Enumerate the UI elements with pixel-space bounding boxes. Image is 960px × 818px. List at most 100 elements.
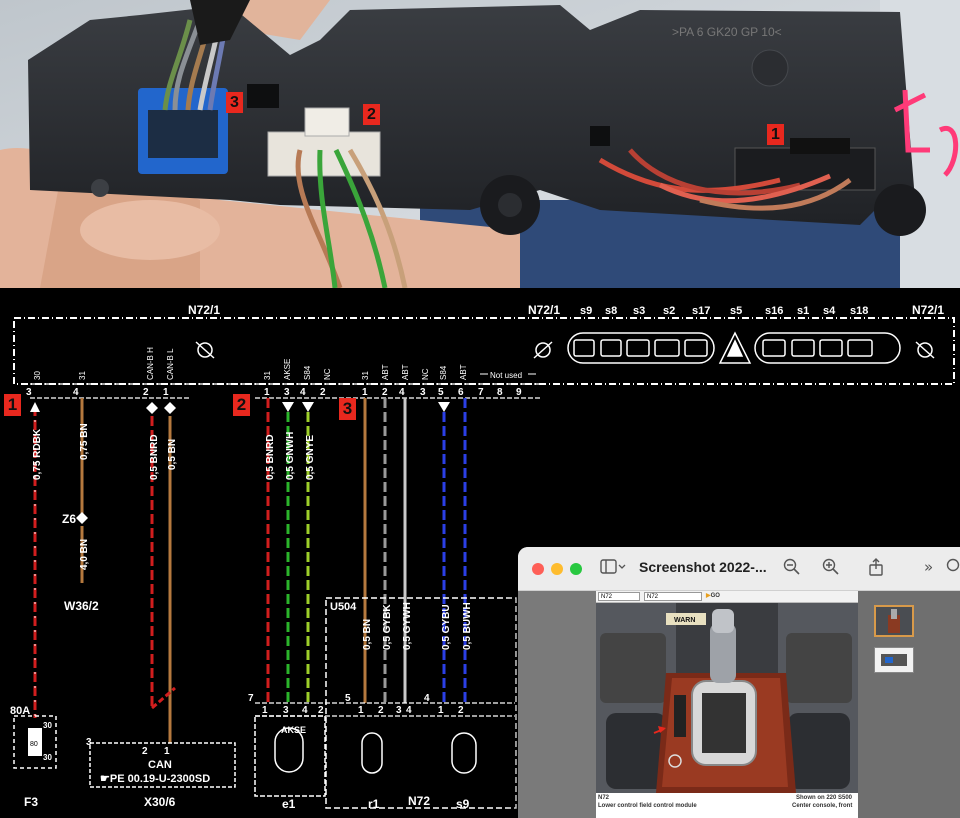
wire-set — [33, 398, 467, 743]
page-toolbar: N72 N72 ▶GO — [596, 591, 858, 603]
fuse-code: 80 — [30, 741, 38, 748]
e1-label: e1 — [282, 797, 296, 811]
share-icon[interactable] — [868, 558, 884, 580]
switch-label-s18: s18 — [850, 305, 868, 317]
caption-component: N72 — [598, 795, 610, 801]
wire-label-w13: 4,0 BN — [79, 539, 90, 570]
window-titlebar[interactable]: Screenshot 2022-... » — [518, 547, 960, 591]
zoom-in-icon[interactable] — [822, 558, 840, 580]
sub-pin-4a: 4 — [302, 705, 308, 716]
module-label-mid: N72/1 — [528, 303, 560, 317]
c1-pin-2: 2 — [143, 387, 149, 398]
thumbnail-sidebar — [858, 591, 960, 818]
preview-content: N72 N72 ▶GO — [518, 591, 960, 818]
go-button[interactable]: ▶GO — [706, 593, 720, 599]
schematic-tag-3: 3 — [339, 398, 356, 420]
search-icon[interactable] — [946, 558, 960, 580]
schematic-drawing: N72/1 N72/1 N72/1 s9 s8 s3 s2 s17 s5 s16… — [10, 303, 955, 811]
caption-description: Lower control field control module — [598, 803, 697, 809]
c3-pin-6: 6 — [458, 387, 464, 398]
switch-s16-icon — [762, 339, 786, 357]
c2-signal-akse: AKSE — [283, 359, 292, 380]
akse-label: AKSE — [281, 725, 306, 735]
group-num-5: 5 — [345, 693, 351, 704]
s9-label: s9 — [456, 797, 470, 811]
wire-label-w12: 0,5 BUWH — [462, 602, 473, 650]
wire-label-w6: 0,5 GNWH — [285, 432, 296, 480]
not-used-label: Not used — [490, 371, 522, 380]
photo-illustration: >PA 6 GK20 GP 10< — [0, 0, 960, 288]
c3-signal-31: 31 — [361, 371, 370, 380]
fuse-pin-a: 30 — [43, 721, 52, 730]
w36-label: W36/2 — [64, 599, 99, 613]
sub-pin-1c: 1 — [438, 705, 444, 716]
c1-pin-4: 4 — [73, 387, 79, 398]
module-outline — [13, 317, 955, 385]
switch-s1-icon — [791, 339, 815, 357]
x30-label: X30/6 — [144, 795, 176, 809]
switch-s2-icon — [654, 339, 680, 357]
r1-label: r1 — [368, 797, 380, 811]
wire-label-w3: 0,5 BNRD — [149, 434, 160, 480]
c1-signal-canl: CAN-B L — [166, 348, 175, 380]
c3-signal-abt-b: ABT — [401, 364, 410, 380]
wire-label-w2: 0,75 BN — [79, 423, 90, 460]
minimize-button[interactable] — [551, 563, 563, 575]
component-select[interactable]: N72 — [644, 592, 702, 601]
c3-pin-8: 8 — [497, 387, 503, 398]
switch-label-s9: s9 — [580, 305, 592, 317]
can-pin-2: 2 — [142, 746, 148, 757]
z6-label: Z6 — [62, 512, 76, 526]
zoom-out-icon[interactable] — [783, 558, 801, 580]
more-chevron-icon[interactable]: » — [924, 558, 934, 576]
c2-signal-s84: S84 — [303, 365, 312, 380]
can-pin-3: 3 — [86, 737, 92, 748]
switch-s8-icon — [600, 339, 622, 357]
c3-pin-9: 9 — [516, 387, 522, 398]
switch-label-s3: s3 — [633, 305, 645, 317]
sub-pin-1b: 1 — [358, 705, 364, 716]
c2-signal-31: 31 — [263, 371, 272, 380]
thumbnail-2[interactable] — [874, 647, 914, 673]
embossed-label: >PA 6 GK20 GP 10< — [672, 25, 782, 39]
switch-label-s16: s16 — [765, 305, 783, 317]
warning-label: WARN — [674, 617, 695, 624]
switch-label-s2: s2 — [663, 305, 675, 317]
switch-s17-icon — [684, 339, 708, 357]
zoom-button[interactable] — [570, 563, 582, 575]
group-num-4: 4 — [424, 693, 430, 704]
preview-window[interactable]: Screenshot 2022-... » N72 N72 ▶GO — [518, 547, 960, 818]
thumbnail-1[interactable] — [874, 605, 914, 637]
schematic-tag-2: 2 — [233, 394, 250, 416]
f3-label: F3 — [24, 795, 38, 809]
switch-label-s5: s5 — [730, 305, 742, 317]
photo-tag-3: 3 — [226, 92, 243, 113]
caption-location: Center console, front — [792, 803, 853, 809]
sidebar-toggle-icon[interactable] — [600, 559, 626, 579]
switch-s4-icon — [819, 339, 843, 357]
switch-s9-icon — [573, 339, 595, 357]
photo-tag-2: 2 — [363, 104, 380, 125]
switch-s18-icon — [847, 339, 873, 357]
n72-label: N72 — [408, 794, 430, 808]
sub-pin-2b: 2 — [378, 705, 384, 716]
close-button[interactable] — [532, 563, 544, 575]
model-select[interactable]: N72 — [598, 592, 640, 601]
wire-label-w1: 0,75 RDBK — [32, 428, 43, 480]
fuse-pin-b: 30 — [43, 753, 52, 762]
connector-photo: >PA 6 GK20 GP 10< — [0, 0, 960, 288]
c3-pin-4: 4 — [399, 387, 405, 398]
group-num-7: 7 — [248, 693, 254, 704]
c3-signal-s84: S84 — [439, 365, 448, 380]
switch-label-s17: s17 — [692, 305, 710, 317]
c1-signal-canh: CAN-B H — [146, 347, 155, 380]
c3-pin-7: 7 — [478, 387, 484, 398]
caption-shown-on: Shown on 220 S500 — [796, 795, 853, 801]
c1-pin-3: 3 — [26, 387, 32, 398]
schematic-tag-1: 1 — [4, 394, 21, 416]
switch-label-s8: s8 — [605, 305, 617, 317]
sub-pin-3b: 3 — [396, 705, 402, 716]
c1-signal-30: 30 — [33, 371, 42, 380]
window-title: Screenshot 2022-... — [639, 559, 767, 575]
wire-label-w9: 0,5 GYBK — [382, 604, 393, 650]
